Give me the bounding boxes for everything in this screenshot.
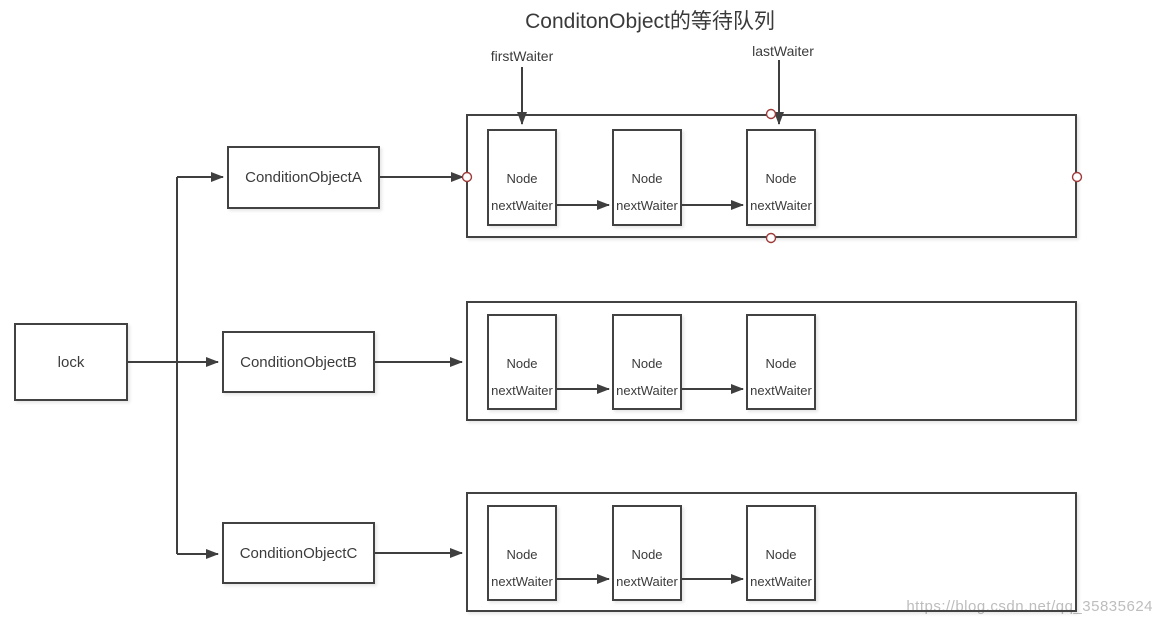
node-box: Node nextWaiter — [487, 129, 557, 226]
condition-object-c-box: ConditionObjectC — [222, 522, 375, 584]
node-type-label: Node — [506, 547, 538, 562]
node-box: Node nextWaiter — [612, 314, 682, 410]
first-waiter-label: firstWaiter — [490, 48, 554, 64]
condition-object-a-box: ConditionObjectA — [227, 146, 380, 209]
node-type-label: Node — [765, 171, 797, 186]
condition-object-a-label: ConditionObjectA — [245, 169, 362, 186]
node-next-waiter-field: nextWaiter — [491, 383, 553, 398]
node-next-waiter-field: nextWaiter — [491, 198, 553, 213]
node-box: Node nextWaiter — [746, 505, 816, 601]
node-next-waiter-field: nextWaiter — [616, 383, 678, 398]
node-box: Node nextWaiter — [487, 505, 557, 601]
node-type-label: Node — [631, 356, 663, 371]
node-type-label: Node — [631, 171, 663, 186]
lock-label: lock — [57, 353, 85, 371]
node-next-waiter-field: nextWaiter — [491, 574, 553, 589]
node-type-label: Node — [631, 547, 663, 562]
wait-queue-container-b — [466, 301, 1077, 421]
condition-object-b-label: ConditionObjectB — [240, 353, 357, 371]
node-next-waiter-field: nextWaiter — [750, 383, 812, 398]
last-waiter-label: lastWaiter — [752, 43, 814, 59]
node-box: Node nextWaiter — [746, 129, 816, 226]
node-next-waiter-field: nextWaiter — [750, 574, 812, 589]
node-type-label: Node — [506, 356, 538, 371]
node-type-label: Node — [506, 171, 538, 186]
node-next-waiter-field: nextWaiter — [616, 198, 678, 213]
node-type-label: Node — [765, 356, 797, 371]
wait-queue-container-c — [466, 492, 1077, 612]
node-box: Node nextWaiter — [487, 314, 557, 410]
condition-object-b-box: ConditionObjectB — [222, 331, 375, 393]
lock-box: lock — [14, 323, 128, 401]
node-next-waiter-field: nextWaiter — [616, 574, 678, 589]
node-type-label: Node — [765, 547, 797, 562]
node-next-waiter-field: nextWaiter — [750, 198, 812, 213]
condition-object-c-label: ConditionObjectC — [239, 544, 358, 562]
node-box: Node nextWaiter — [612, 129, 682, 226]
node-box: Node nextWaiter — [746, 314, 816, 410]
diagram-title: ConditonObject的等待队列 — [525, 10, 775, 33]
node-box: Node nextWaiter — [612, 505, 682, 601]
